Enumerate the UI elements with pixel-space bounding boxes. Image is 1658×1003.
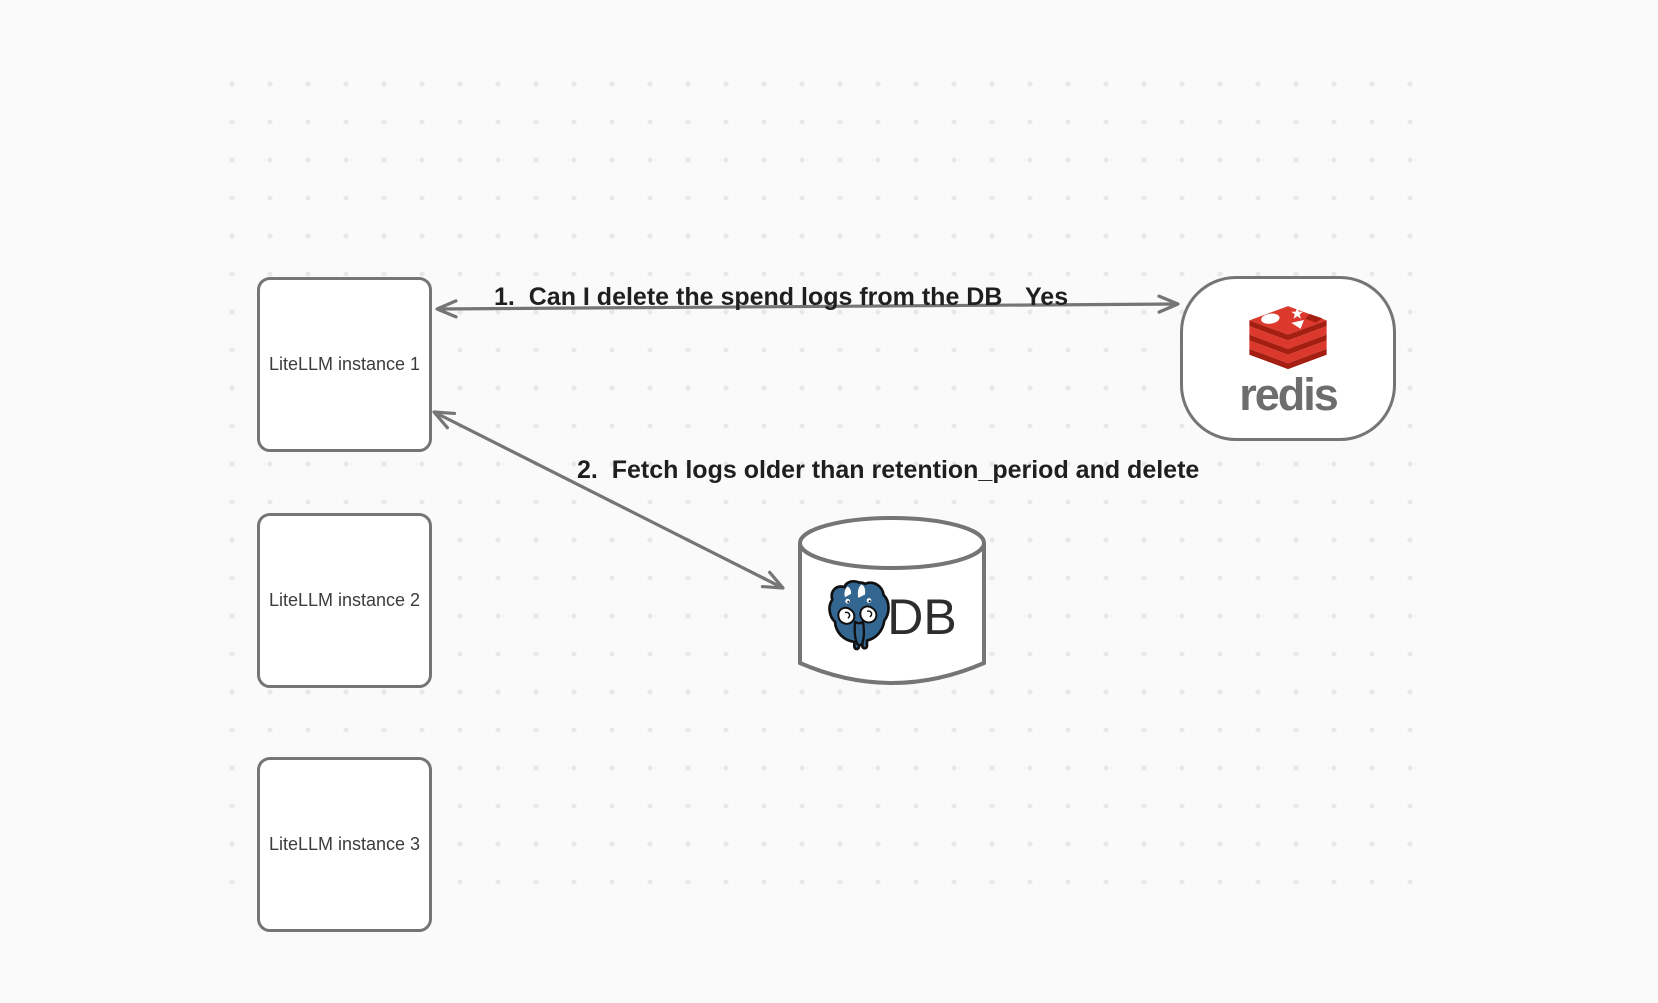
edge2-action-label[interactable]: 2. Fetch logs older than retention_perio…	[577, 456, 1200, 484]
postgresql-elephant-icon	[828, 580, 891, 651]
postgres-db-node[interactable]: DB	[797, 515, 987, 693]
redis-node[interactable]: redis	[1180, 276, 1396, 441]
litellm-instance-3-node[interactable]: LiteLLM instance 3	[257, 757, 432, 932]
edge-instance1-db[interactable]	[432, 410, 785, 590]
edge1-reply-label[interactable]: Yes	[1025, 283, 1069, 311]
edge1-question-label[interactable]: 1. Can I delete the spend logs from the …	[494, 283, 1003, 311]
litellm-instance-3-label: LiteLLM instance 3	[268, 834, 421, 854]
db-label: DB	[887, 588, 957, 645]
redis-stack-icon	[1249, 306, 1327, 370]
litellm-instance-2-label: LiteLLM instance 2	[268, 590, 421, 610]
redis-wordmark: redis	[1239, 369, 1339, 420]
litellm-instance-1-node[interactable]: LiteLLM instance 1	[257, 277, 432, 452]
edge-instance1-redis[interactable]	[435, 294, 1180, 319]
litellm-instance-1-label: LiteLLM instance 1	[268, 354, 421, 374]
db-cylinder-icon	[798, 516, 986, 685]
litellm-instance-2-node[interactable]: LiteLLM instance 2	[257, 513, 432, 688]
